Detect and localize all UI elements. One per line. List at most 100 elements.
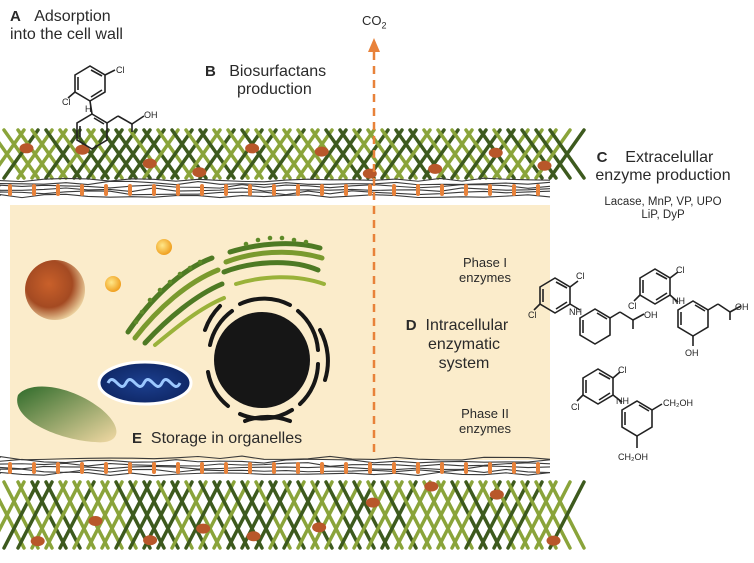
membrane-protein xyxy=(296,462,300,474)
membrane-protein xyxy=(152,462,156,474)
membrane-protein xyxy=(512,184,516,196)
membrane-protein xyxy=(416,184,420,196)
label-e-text: Storage in organelles xyxy=(150,430,303,447)
wall-fiber xyxy=(58,480,96,550)
label-a: A Adsorption into the cell wall xyxy=(10,8,123,45)
wall-fiber xyxy=(142,128,180,180)
wall-particle xyxy=(88,516,103,527)
molecule-a-cl2: Cl xyxy=(62,97,71,107)
wall-fiber xyxy=(114,128,152,180)
wall-fiber xyxy=(254,128,292,180)
wall-fiber xyxy=(268,480,306,550)
wall-fiber xyxy=(44,480,82,550)
wall-fiber xyxy=(44,128,82,180)
molecule-ch2oh-diclofenac xyxy=(576,368,663,448)
wall-particle xyxy=(246,531,261,542)
wall-particle xyxy=(488,147,503,158)
membrane-strand xyxy=(0,471,551,477)
wall-fiber xyxy=(100,480,138,550)
wall-fiber xyxy=(394,128,432,180)
molecule-d-cl1: Cl xyxy=(618,365,627,375)
membrane-strand xyxy=(0,468,551,474)
wall-particle xyxy=(30,536,45,547)
wall-fiber xyxy=(394,480,432,550)
wall-particle xyxy=(365,497,380,508)
label-b-line2: production xyxy=(237,81,312,99)
wall-fiber xyxy=(338,128,376,180)
membrane-protein xyxy=(464,462,468,474)
membrane-protein xyxy=(512,462,516,474)
label-b: B Biosurfactans production xyxy=(205,63,326,100)
wall-fiber xyxy=(226,128,264,180)
molecule-a-nh: H xyxy=(85,104,92,114)
label-c-enzymes2: LiP, DyP xyxy=(641,209,685,222)
label-phase2: Phase II enzymes xyxy=(440,406,530,437)
wall-fiber xyxy=(310,128,348,180)
wall-fiber xyxy=(198,128,236,180)
nucleus xyxy=(214,312,310,408)
membrane-protein xyxy=(344,184,348,196)
molecule-b-oh: OH xyxy=(644,310,658,320)
wall-fiber xyxy=(492,128,530,180)
wall-fiber xyxy=(380,128,418,180)
membrane-protein xyxy=(392,184,396,196)
wall-fiber xyxy=(72,480,110,550)
wall-fiber xyxy=(0,480,26,533)
molecule-c-nh: NH xyxy=(672,296,685,306)
er-ribosomes xyxy=(133,259,203,325)
wall-fiber xyxy=(156,128,194,180)
wall-fiber xyxy=(380,480,418,550)
wall-fiber xyxy=(352,480,390,550)
membrane-strand xyxy=(0,187,551,193)
membrane-protein xyxy=(104,462,108,474)
molecule-d-ch2oh1: CH₂OH xyxy=(663,398,693,408)
phase1-line2: enzymes xyxy=(458,269,512,285)
membrane-strand xyxy=(0,458,551,464)
molecule-b-cl1: Cl xyxy=(576,271,585,281)
wall-fiber xyxy=(436,128,474,180)
wall-fiber xyxy=(268,128,306,180)
lipid-droplet xyxy=(105,276,121,292)
wall-fiber xyxy=(324,480,362,550)
wall-fiber xyxy=(492,480,530,550)
wall-particle xyxy=(196,523,211,534)
membrane-protein xyxy=(176,184,180,196)
label-c-line1: Extracelullar xyxy=(625,149,714,166)
molecule-d-cl2: Cl xyxy=(571,402,580,412)
molecule-diclofenac-b xyxy=(533,277,645,345)
wall-fiber xyxy=(478,480,516,550)
membrane-protein xyxy=(368,462,372,474)
molecule-c-oh1: OH xyxy=(735,302,749,312)
wall-fiber xyxy=(450,128,488,180)
label-e: E Storage in organelles xyxy=(132,430,302,448)
wall-fiber xyxy=(100,128,138,180)
wall-fiber xyxy=(16,480,54,550)
label-c: C Extracelullar enzyme production xyxy=(560,149,750,186)
membrane-strand xyxy=(0,462,551,467)
vacuole xyxy=(25,260,85,320)
wall-particle xyxy=(312,522,327,533)
wall-fiber xyxy=(282,128,320,180)
molecule-a-oh: OH xyxy=(144,110,158,120)
molecule-c-cl2: Cl xyxy=(628,301,637,311)
membrane-protein xyxy=(248,184,252,196)
wall-fiber xyxy=(128,480,166,550)
membrane-protein xyxy=(200,462,204,474)
molecule-b-cl2: Cl xyxy=(528,310,537,320)
membrane-strand xyxy=(0,177,551,183)
wall-fiber xyxy=(366,480,404,550)
membrane-protein xyxy=(296,184,300,196)
wall-fiber xyxy=(520,480,558,550)
wall-fiber xyxy=(2,128,40,180)
membrane-protein xyxy=(464,184,468,196)
membrane-strand xyxy=(0,190,551,196)
membrane-protein xyxy=(272,462,276,474)
lipid-droplet xyxy=(156,239,172,255)
wall-fiber xyxy=(520,128,558,180)
cell-wall-bottom xyxy=(0,480,586,550)
wall-particle xyxy=(489,489,504,500)
membrane-top xyxy=(0,177,551,199)
membrane-protein xyxy=(32,462,36,474)
membrane-protein xyxy=(440,184,444,196)
membrane-protein xyxy=(104,184,108,196)
